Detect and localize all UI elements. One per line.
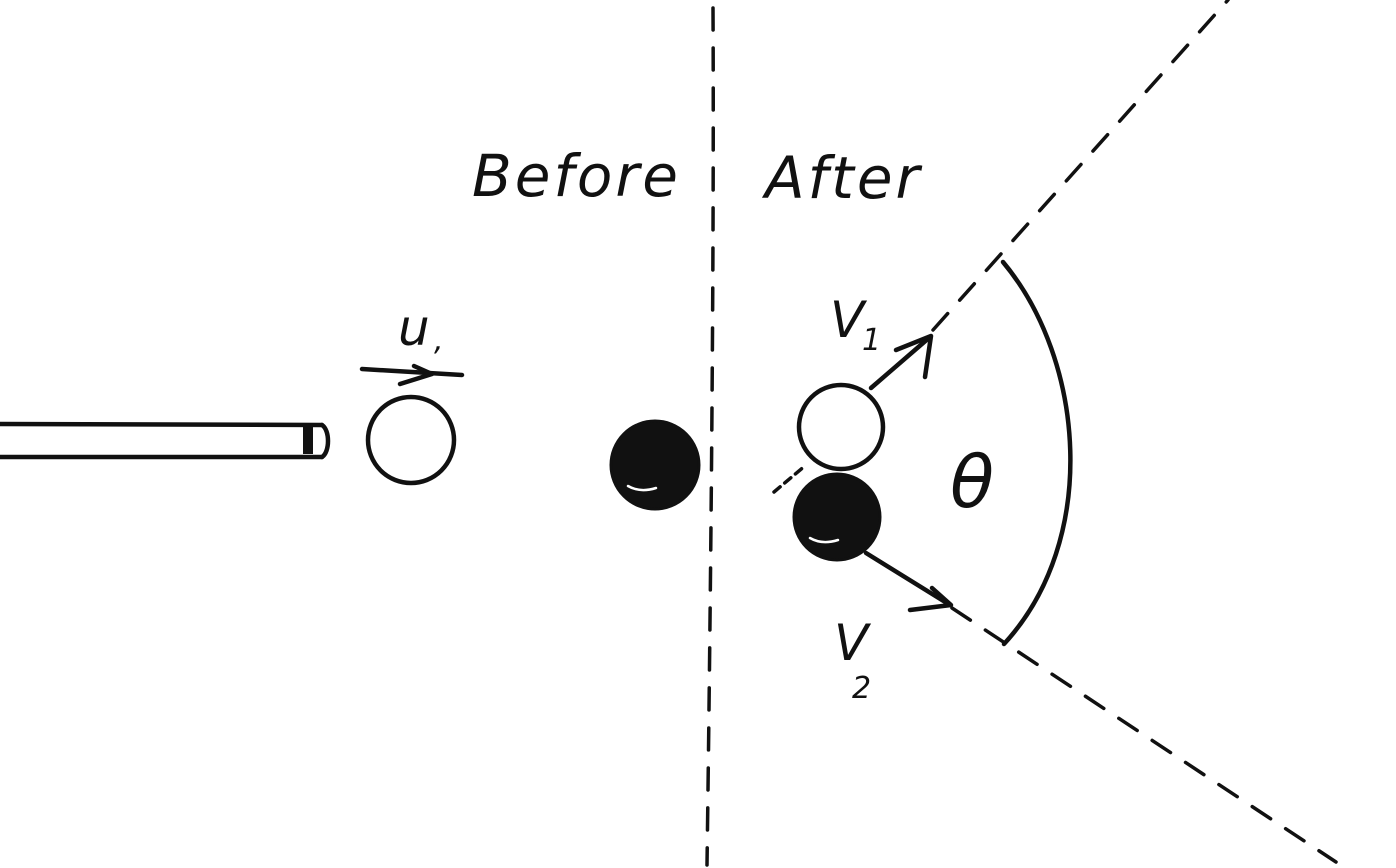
svg-text:V: V — [830, 291, 868, 349]
incoming-ball — [365, 394, 457, 486]
launcher-tube — [0, 421, 331, 460]
v2-label: V 2 — [834, 614, 872, 706]
angle-arc — [1000, 259, 1073, 647]
after-label: After — [761, 144, 923, 212]
svg-text:,: , — [434, 323, 444, 358]
v2-velocity-arrow — [863, 550, 954, 613]
svg-text:u: u — [398, 299, 430, 357]
target-ball — [609, 419, 701, 511]
svg-text:V: V — [834, 614, 872, 672]
u1-velocity-arrow — [359, 363, 465, 387]
before-label: Before — [472, 142, 681, 210]
svg-text:2: 2 — [852, 671, 871, 706]
svg-text:1: 1 — [862, 323, 881, 358]
before-after-divider — [705, 6, 715, 867]
theta-label: θ — [950, 440, 994, 524]
collision-point-dash — [772, 463, 808, 494]
u1-label: u , — [398, 299, 444, 358]
lower-trajectory-line — [950, 606, 1338, 864]
v1-velocity-arrow — [868, 333, 934, 391]
upper-trajectory-line — [931, 0, 1230, 332]
v1-label: V 1 — [830, 291, 881, 358]
deflected-white-ball — [796, 382, 886, 472]
deflected-black-ball — [792, 472, 882, 562]
